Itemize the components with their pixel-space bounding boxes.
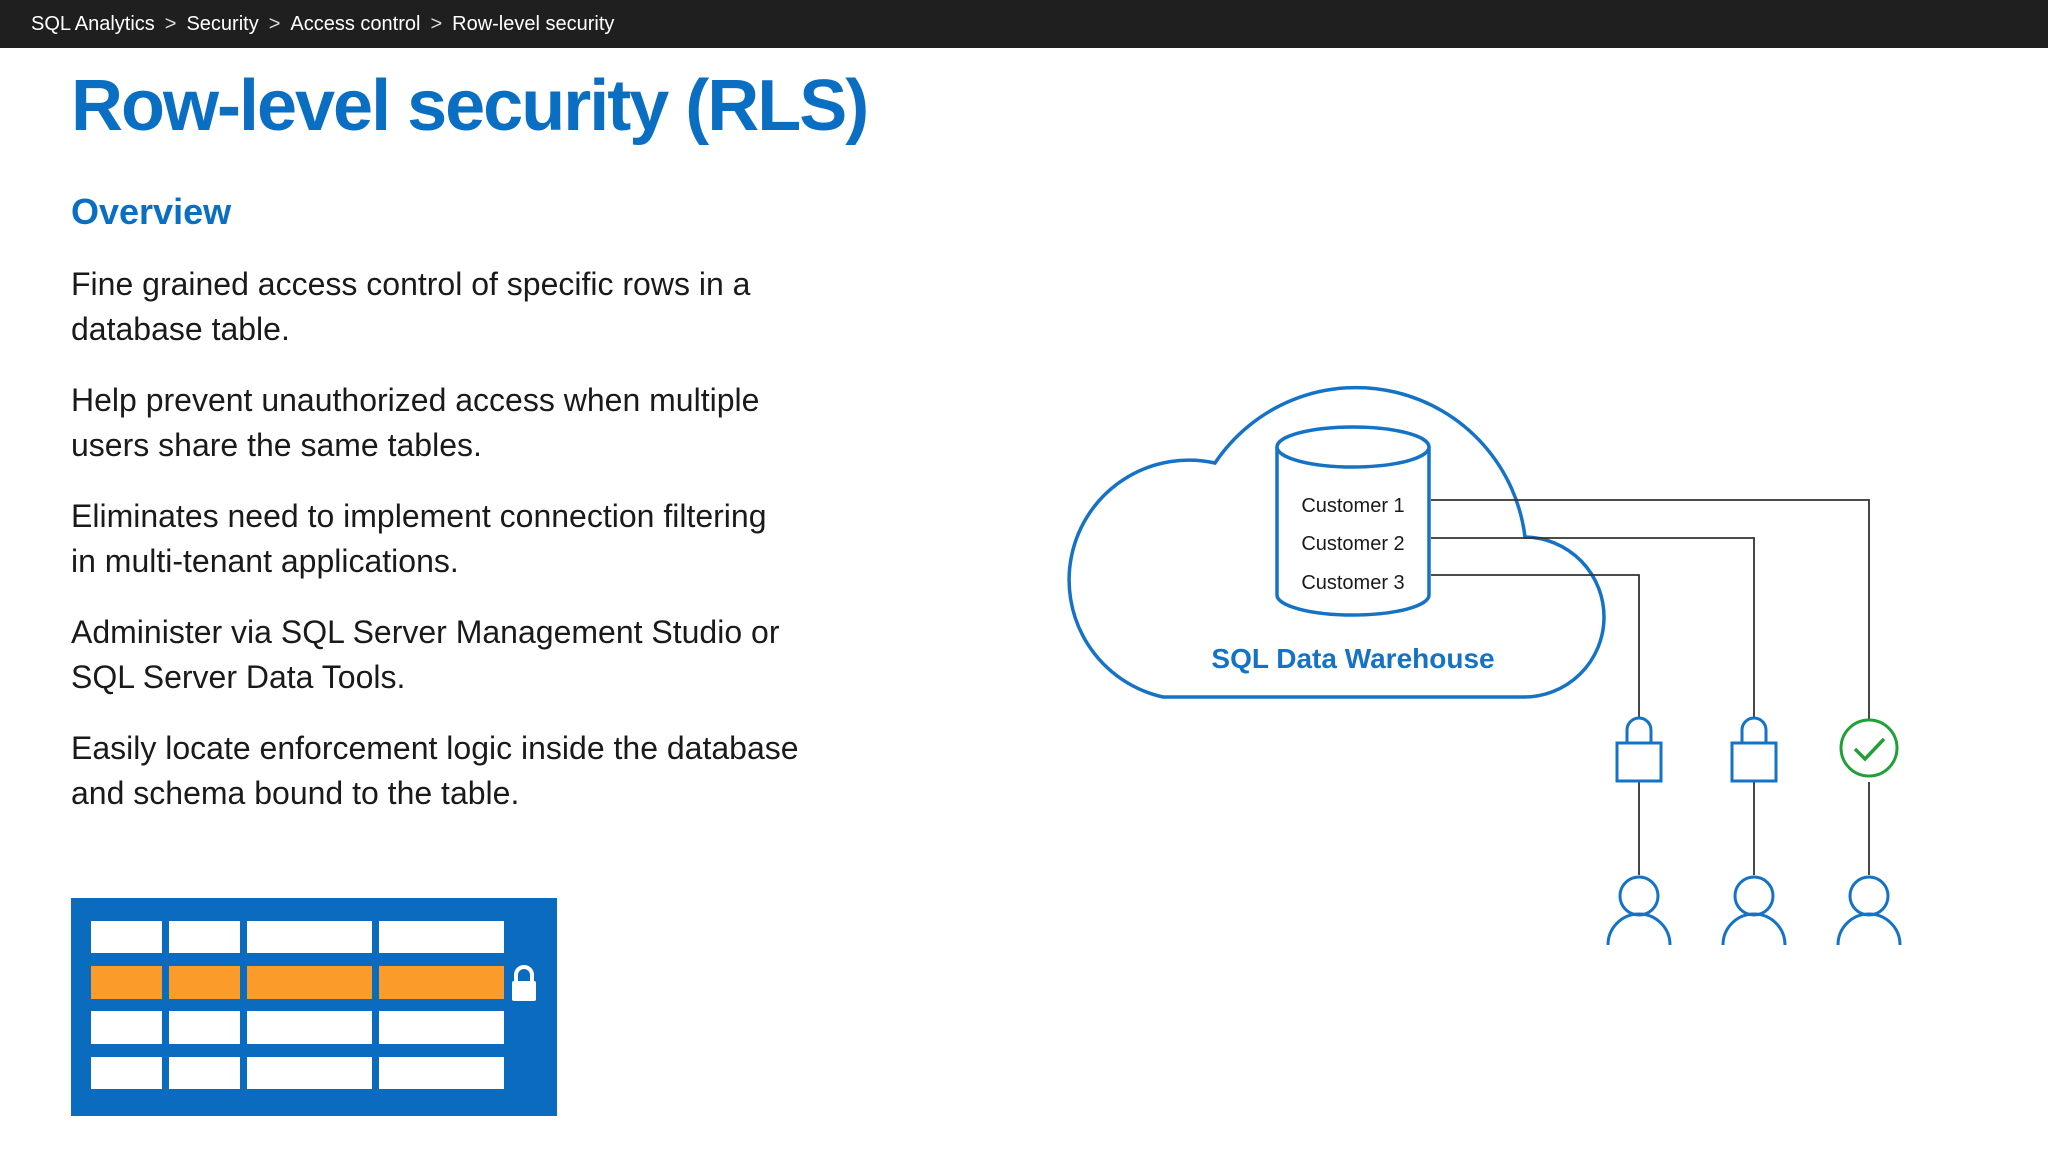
connector-line-customer-2 [1431, 537, 1755, 733]
breadcrumb-item-sql-analytics[interactable]: SQL Analytics [31, 12, 155, 35]
breadcrumb-item-security[interactable]: Security [186, 12, 259, 35]
cloud-label: SQL Data Warehouse [1211, 643, 1494, 674]
overview-bullet-list: Fine grained access control of specific … [71, 262, 871, 842]
cloud-shape [1067, 385, 1606, 699]
database-icon [1275, 425, 1431, 617]
breadcrumb-separator: > [430, 12, 443, 35]
customer-label-2: Customer 2 [1301, 533, 1404, 555]
user-icon [1836, 875, 1902, 946]
table-row [91, 1057, 504, 1089]
table-row-highlighted [91, 966, 504, 999]
connector-line-customer-3 [1431, 574, 1640, 733]
overview-heading: Overview [71, 191, 232, 232]
connector-line-customer-1 [1431, 499, 1870, 733]
overview-bullet: Easily locate enforcement logic inside t… [71, 730, 799, 811]
user-icon [1721, 875, 1787, 946]
lock-icon [512, 965, 536, 1001]
lock-icon [1615, 716, 1663, 783]
breadcrumb-separator: > [268, 12, 281, 35]
breadcrumb-item-row-level-security[interactable]: Row-level security [452, 12, 615, 35]
table-row [91, 1011, 504, 1044]
customer-label-1: Customer 1 [1301, 495, 1404, 517]
overview-bullet: Help prevent unauthorized access when mu… [71, 382, 760, 463]
page-title: Row-level security (RLS) [71, 66, 869, 146]
overview-bullet: Eliminates need to implement connection … [71, 498, 767, 579]
breadcrumb-item-access-control[interactable]: Access control [290, 12, 421, 35]
overview-bullet: Administer via SQL Server Management Stu… [71, 614, 780, 695]
overview-bullet: Fine grained access control of specific … [71, 266, 751, 347]
table-rls-illustration [71, 898, 557, 1116]
rls-diagram: Customer 1 Customer 2 Customer 3 SQL Dat… [1067, 385, 1902, 946]
customer-label-3: Customer 3 [1301, 572, 1404, 594]
table-row [91, 921, 504, 953]
user-icon [1606, 875, 1672, 946]
lock-icon [1730, 716, 1778, 783]
check-circle-icon [1839, 718, 1899, 778]
breadcrumb-separator: > [164, 12, 177, 35]
breadcrumb-bar: SQL Analytics > Security > Access contro… [0, 0, 2048, 48]
